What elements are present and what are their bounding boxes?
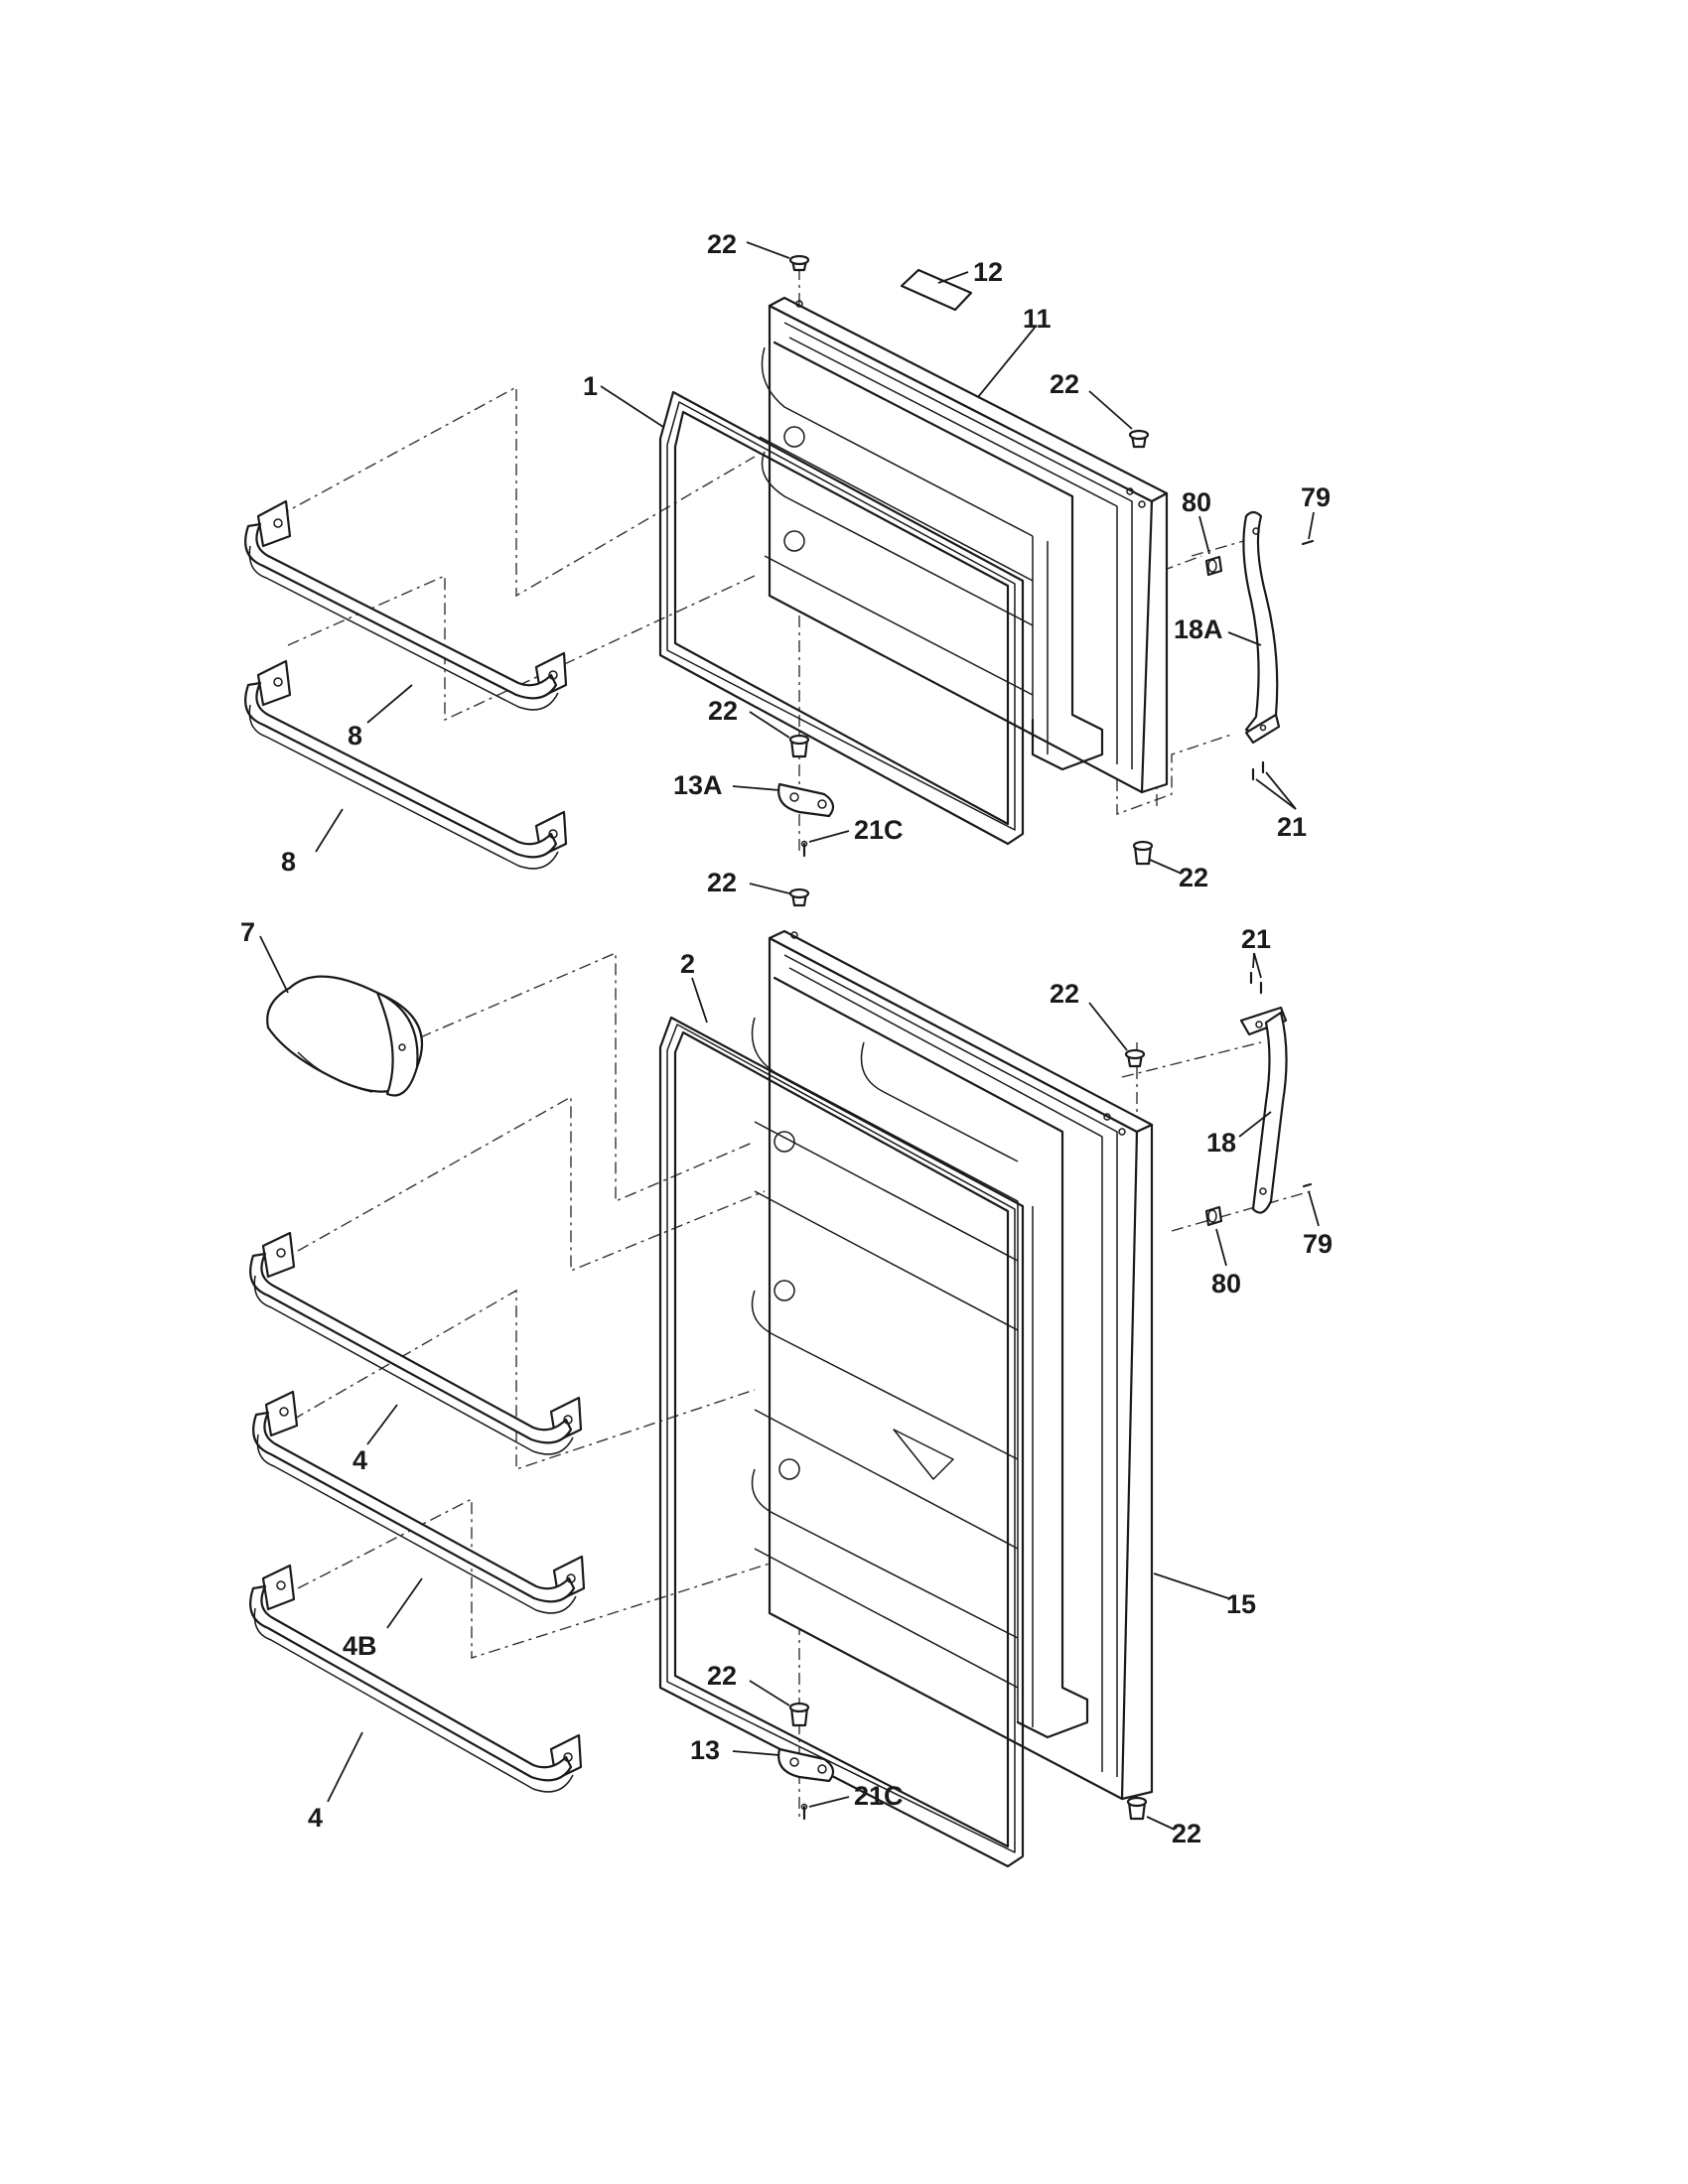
callout-8: 8 [281, 847, 296, 877]
callout-11: 11 [1023, 304, 1052, 334]
callout-21: 21 [1277, 812, 1307, 842]
screw-22-fresh-top-left [788, 887, 810, 907]
callout-7: 7 [240, 917, 255, 947]
callout-22: 22 [707, 1661, 737, 1691]
screw-79-upper [1301, 539, 1315, 546]
freezer-handle-18A [1242, 510, 1281, 745]
door-shelf-4-upper [249, 1231, 583, 1455]
screw-22-fresh-bottom-left [788, 1702, 810, 1727]
screw-22-fresh-bottom-right [1126, 1796, 1148, 1821]
callout-4: 4 [352, 1445, 367, 1475]
callout-22: 22 [708, 696, 738, 726]
screw-22-top-left [788, 254, 810, 272]
freezer-shelf-8-upper [244, 499, 568, 711]
plug-80-upper [1204, 555, 1223, 577]
callout-22: 22 [1050, 369, 1079, 399]
callout-21C: 21C [854, 1781, 904, 1811]
screw-21C-lower [800, 1803, 808, 1821]
screws-21-upper [1251, 760, 1265, 781]
hinge-13A [777, 782, 835, 818]
fresh-food-door-gasket [658, 1016, 1025, 1868]
plug-80-lower [1204, 1205, 1223, 1227]
label-plate [900, 268, 973, 312]
callout-18: 18 [1206, 1128, 1236, 1158]
callout-22: 22 [707, 229, 737, 259]
callout-79: 79 [1301, 482, 1331, 512]
callout-80: 80 [1182, 487, 1211, 517]
callout-12: 12 [973, 257, 1003, 287]
callout-22: 22 [1172, 1819, 1201, 1848]
hinge-13 [777, 1747, 835, 1783]
freezer-door-gasket [658, 390, 1025, 846]
screw-79-lower [1302, 1182, 1313, 1188]
callout-22: 22 [707, 868, 737, 897]
screw-22-bottom-right [1132, 840, 1154, 866]
callout-2: 2 [680, 949, 695, 979]
screw-22-bottom-left [788, 734, 810, 758]
leader-lines [259, 241, 1320, 1831]
screw-21C-upper [800, 840, 808, 858]
screw-22-top-right [1128, 429, 1150, 449]
fresh-food-handle-18 [1239, 1006, 1288, 1214]
callout-22: 22 [1179, 863, 1208, 892]
callout-1: 1 [583, 371, 598, 401]
callout-22: 22 [1050, 979, 1079, 1009]
screw-22-fresh-top-right [1124, 1048, 1146, 1068]
callout-4B: 4B [343, 1631, 377, 1661]
fresh-food-door-outer-panel [751, 929, 1154, 1801]
callout-8: 8 [348, 721, 362, 751]
freezer-shelf-8-lower [244, 659, 568, 870]
callout-18A: 18A [1174, 614, 1223, 644]
door-shelf-4B [252, 1390, 586, 1614]
freezer-door-outer-panel [759, 296, 1169, 794]
callout-79: 79 [1303, 1229, 1333, 1259]
callout-13: 13 [690, 1735, 720, 1765]
callout-21: 21 [1241, 924, 1271, 954]
callout-4: 4 [308, 1803, 323, 1833]
screws-21-lower [1249, 971, 1263, 995]
callout-13A: 13A [673, 770, 723, 800]
dairy-bin-7 [266, 975, 424, 1097]
callout-labels: 22 12 11 22 1 80 79 18A 8 22 13A 21C 8 2… [240, 229, 1333, 1848]
door-shelf-4-lower [249, 1564, 583, 1793]
callout-80: 80 [1211, 1269, 1241, 1298]
callout-21C: 21C [854, 815, 904, 845]
callout-15: 15 [1226, 1589, 1256, 1619]
